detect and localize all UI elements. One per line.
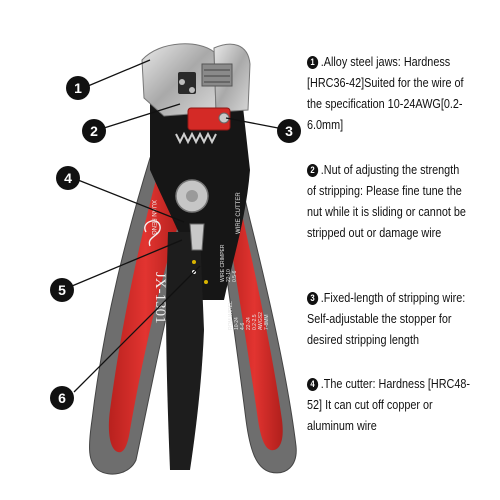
- description-4: 4.The cutter: Hardness [HRC48-52] It can…: [307, 374, 470, 437]
- description-3-number: 3: [307, 292, 319, 305]
- stripper-size-4: 0.2-2.5: [252, 314, 258, 330]
- stripper-label: ROM WIREL: [228, 301, 234, 330]
- brand-logo: [144, 220, 161, 247]
- description-2-number: 2: [307, 164, 319, 177]
- crimper-size-1: 22-10: [226, 269, 232, 282]
- stripping-jaws: [141, 43, 251, 117]
- callout-2-number: 2: [90, 123, 98, 139]
- length-stopper: [187, 107, 231, 131]
- callout-3: 3: [277, 119, 301, 143]
- adjusting-nut: [175, 179, 209, 213]
- description-2: 2.Nut of adjusting the strength of strip…: [307, 160, 470, 244]
- stripper-size-6: 7-8MM: [264, 314, 270, 330]
- model-label: JX-1301: [152, 272, 168, 324]
- stripper-size-5: AWGS2: [258, 312, 264, 330]
- wire-cutter: [189, 223, 205, 251]
- stripper-size-3: 22-24: [246, 317, 252, 330]
- cutter-label: WIRE CUTTER: [236, 192, 242, 234]
- crimper-size-2: 0.5-6: [232, 270, 238, 282]
- callout-1-number: 1: [74, 80, 82, 96]
- callout-6-number: 6: [58, 390, 66, 406]
- description-4-text: .The cutter: Hardness [HRC48-52] It can …: [307, 377, 471, 433]
- description-1-text: .Alloy steel jaws: Hardness [HRC36-42]Su…: [307, 55, 464, 132]
- callout-3-number: 3: [285, 123, 293, 139]
- adjustment-spring: [175, 131, 217, 145]
- description-3: 3.Fixed-length of stripping wire: Self-a…: [307, 288, 470, 351]
- stripper-size-2: 4-6: [240, 323, 246, 330]
- brand-label: XUAN FENG: [150, 200, 156, 235]
- callout-4-number: 4: [64, 170, 72, 186]
- description-1: 1.Alloy steel jaws: Hardness [HRC36-42]S…: [307, 52, 470, 136]
- leader-lines: [71, 59, 279, 393]
- description-2-text: .Nut of adjusting the strength of stripp…: [307, 163, 466, 240]
- callout-4: 4: [56, 166, 80, 190]
- callouts: 1 2 3 4 5 6: [50, 76, 301, 410]
- callout-2: 2: [82, 119, 106, 143]
- description-4-number: 4: [307, 378, 319, 391]
- crimper-label: WIRE CRIMPER: [220, 244, 226, 282]
- description-3-text: .Fixed-length of stripping wire: Self-ad…: [307, 291, 466, 347]
- callout-5-number: 5: [58, 282, 66, 298]
- description-1-number: 1: [307, 56, 319, 69]
- callout-1: 1: [66, 76, 90, 100]
- callout-6: 6: [50, 386, 74, 410]
- callout-5: 5: [50, 278, 74, 302]
- stripper-size-1: 10-24: [234, 317, 240, 330]
